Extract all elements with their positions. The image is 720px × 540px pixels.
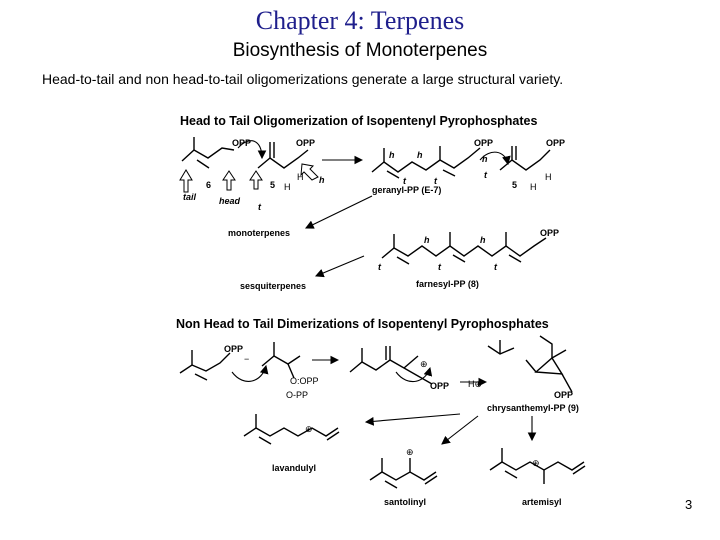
santolinyl-plus: ⊕ — [406, 447, 414, 457]
minus-charge: − — [244, 354, 249, 364]
geranyl-pp-label: geranyl-PP (E-7) — [372, 185, 441, 195]
lavandulyl-plus: ⊕ — [305, 424, 313, 434]
electron-push-arrow — [237, 140, 267, 160]
tail-label: tail — [183, 192, 197, 202]
santolinyl-label: santolinyl — [384, 497, 426, 507]
electron-push-arrow-4 — [395, 366, 433, 383]
opp-label-6: OPP — [554, 390, 573, 400]
electron-push-arrow-2 — [479, 151, 511, 166]
dmapp-structure-2 — [179, 350, 231, 381]
tail-marker-t: t — [258, 202, 262, 212]
dmapp-opp-label: OPP — [232, 138, 251, 148]
electron-push-arrow-3 — [231, 364, 269, 382]
head-pointer-arrow-2 — [249, 170, 263, 190]
artemisyl-structure — [489, 448, 586, 484]
farnesyl-t-marker-2: t — [438, 262, 442, 272]
lavandulyl-label: lavandulyl — [272, 463, 316, 473]
farnesyl-h-marker-1: h — [424, 235, 430, 245]
ipp2-hydrogen-label: H — [530, 182, 537, 192]
ipp-structure — [257, 142, 309, 169]
opp-label-4: OPP — [224, 344, 243, 354]
farnesyl-t-marker-1: t — [378, 262, 382, 272]
farnesyl-pp-structure — [381, 232, 547, 265]
geranyl-pp-structure — [371, 146, 481, 179]
ipp-opp-label: OPP — [296, 138, 315, 148]
reaction-arrow-7 — [441, 415, 479, 445]
cation-plus-1: ⊕ — [420, 359, 428, 369]
page-subtitle: Biosynthesis of Monoterpenes — [232, 40, 488, 61]
carbon-5-label: 5 — [270, 180, 275, 190]
geranyl-h-marker-3: h — [482, 154, 488, 164]
monoterpenes-label: monoterpenes — [228, 228, 290, 238]
head-to-tail-heading: Head to Tail Oligomerization of Isopente… — [180, 114, 538, 128]
santolinyl-structure — [369, 458, 438, 489]
chrysanthemyl-pp-label: chrysanthemyl-PP (9) — [487, 403, 579, 413]
carbon-5-label-2: 5 — [512, 180, 517, 190]
lavandulyl-structure — [243, 414, 340, 445]
geranyl-t-marker-1: t — [403, 176, 407, 186]
farnesyl-opp-label: OPP — [540, 228, 559, 238]
artemisyl-label: artemisyl — [522, 497, 562, 507]
ipp2-opp-label: OPP — [546, 138, 565, 148]
ipp-structure-2 — [499, 146, 551, 171]
reaction-arrow-2 — [305, 195, 373, 229]
chrysanthemyl-pp-structure — [487, 335, 573, 393]
farnesyl-t-marker-3: t — [494, 262, 498, 272]
head-label: head — [219, 196, 241, 206]
carbon-6-label: 6 — [206, 180, 211, 190]
page-number: 3 — [685, 497, 693, 512]
dmapp-structure — [181, 137, 235, 169]
geranyl-h-marker-2: h — [417, 150, 423, 160]
intro-text: Head-to-tail and non head-to-tail oligom… — [42, 71, 564, 87]
ipp-hydrogen-label: H — [284, 182, 291, 192]
ipp-hydrogen-label-2: H — [297, 172, 304, 182]
opp-label-5: OPP — [430, 381, 449, 391]
farnesyl-pp-label: farnesyl-PP (8) — [416, 279, 479, 289]
ipp2-hydrogen-label-2: H — [545, 172, 552, 182]
geranyl-h-marker-1: h — [389, 150, 395, 160]
head-pointer-arrow — [222, 170, 236, 191]
o-pp-label: O-PP — [286, 390, 308, 400]
head-marker-h: h — [319, 175, 325, 185]
page-title: Chapter 4: Terpenes — [255, 6, 465, 35]
reaction-arrow-6 — [364, 413, 461, 426]
cation-intermediate-structure — [349, 346, 433, 385]
head-pointer-arrow-3 — [300, 163, 319, 181]
non-head-to-tail-heading: Non Head to Tail Dimerizations of Isopen… — [176, 317, 549, 331]
artemisyl-plus: ⊕ — [532, 458, 540, 468]
reaction-arrow-3 — [314, 255, 365, 278]
dmapp-structure-3 — [261, 342, 301, 379]
geranyl-t-marker-2: t — [434, 176, 438, 186]
geranyl-t-marker-3: t — [484, 170, 488, 180]
o-opp-anion-label: O:OPP — [290, 376, 319, 386]
sesquiterpenes-label: sesquiterpenes — [240, 281, 306, 291]
farnesyl-h-marker-2: h — [480, 235, 486, 245]
h-plus-loss: H⊕ — [468, 379, 482, 389]
tail-pointer-arrow — [179, 169, 193, 193]
geranyl-opp-label: OPP — [474, 138, 493, 148]
